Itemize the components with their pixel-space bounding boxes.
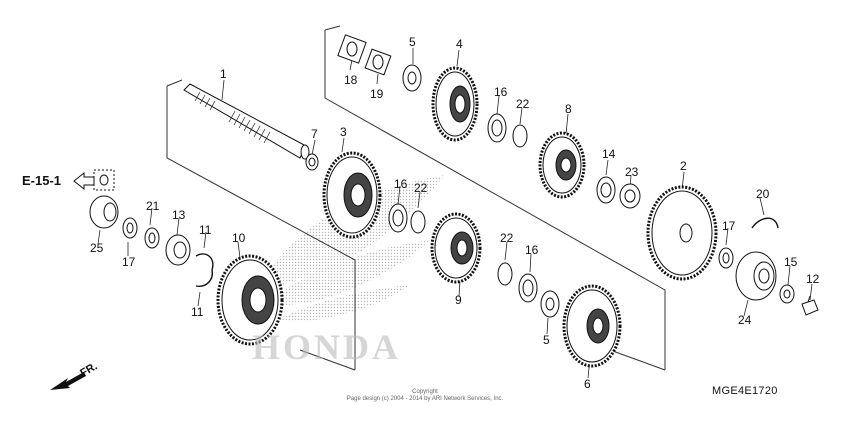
gear-3 (322, 151, 382, 239)
retaining-clips (195, 217, 779, 287)
part-label-10[interactable]: 10 (232, 231, 246, 245)
part-label-24[interactable]: 24 (738, 313, 752, 327)
part-label-16b[interactable]: 16 (394, 177, 408, 191)
mainshaft (183, 83, 310, 160)
part-label-14[interactable]: 14 (602, 147, 616, 161)
part-label-18[interactable]: 18 (344, 73, 358, 87)
part-label-5a[interactable]: 5 (409, 35, 416, 49)
bearing-7 (305, 153, 319, 171)
part-label-22b[interactable]: 22 (414, 181, 428, 195)
part-label-23[interactable]: 23 (625, 165, 639, 179)
gear-2 (646, 185, 718, 281)
part-label-4[interactable]: 4 (456, 37, 463, 51)
gear-9 (430, 212, 482, 284)
part-label-6[interactable]: 6 (584, 377, 591, 391)
small-parts (89, 34, 819, 318)
part-label-11b[interactable]: 11 (191, 305, 204, 319)
leader-lines (97, 48, 813, 379)
part-label-22c[interactable]: 22 (500, 231, 514, 245)
part-label-8[interactable]: 8 (565, 102, 572, 116)
part-label-17a[interactable]: 17 (122, 255, 136, 269)
part-label-16a[interactable]: 16 (494, 85, 508, 99)
part-label-25[interactable]: 25 (90, 241, 104, 255)
copyright-line-2: Page design (c) 2004 - 2014 by ARI Netwo… (346, 396, 504, 402)
part-label-1[interactable]: 1 (220, 67, 227, 81)
part-label-7[interactable]: 7 (311, 127, 318, 141)
part-label-22a[interactable]: 22 (516, 97, 530, 111)
assembly-frame (166, 25, 666, 371)
part-label-21[interactable]: 21 (146, 199, 160, 213)
reference-label[interactable]: E-15-1 (22, 173, 62, 188)
honda-watermark-text: HONDA (252, 327, 401, 367)
gear-4 (431, 66, 479, 142)
diagram-code: MGE4E1720 (712, 385, 778, 397)
gear-10 (216, 254, 284, 346)
part-label-11a[interactable]: 11 (199, 223, 212, 237)
part-label-12[interactable]: 12 (806, 272, 820, 286)
part-label-9[interactable]: 9 (455, 293, 462, 307)
part-label-13[interactable]: 13 (172, 208, 186, 222)
part-label-2[interactable]: 2 (680, 159, 687, 173)
front-direction-arrow (50, 372, 86, 390)
part-label-20[interactable]: 20 (756, 187, 770, 201)
gear-6 (562, 284, 622, 368)
gear-8 (538, 131, 586, 199)
part-label-15[interactable]: 15 (784, 255, 798, 269)
part-label-5b[interactable]: 5 (543, 333, 550, 347)
part-label-16c[interactable]: 16 (525, 243, 539, 257)
part-label-17b[interactable]: 17 (722, 219, 736, 233)
copyright-line-1: Copyright (412, 389, 438, 395)
part-label-19[interactable]: 19 (370, 87, 384, 101)
part-label-3[interactable]: 3 (340, 125, 347, 139)
reference-arrow (73, 169, 115, 191)
